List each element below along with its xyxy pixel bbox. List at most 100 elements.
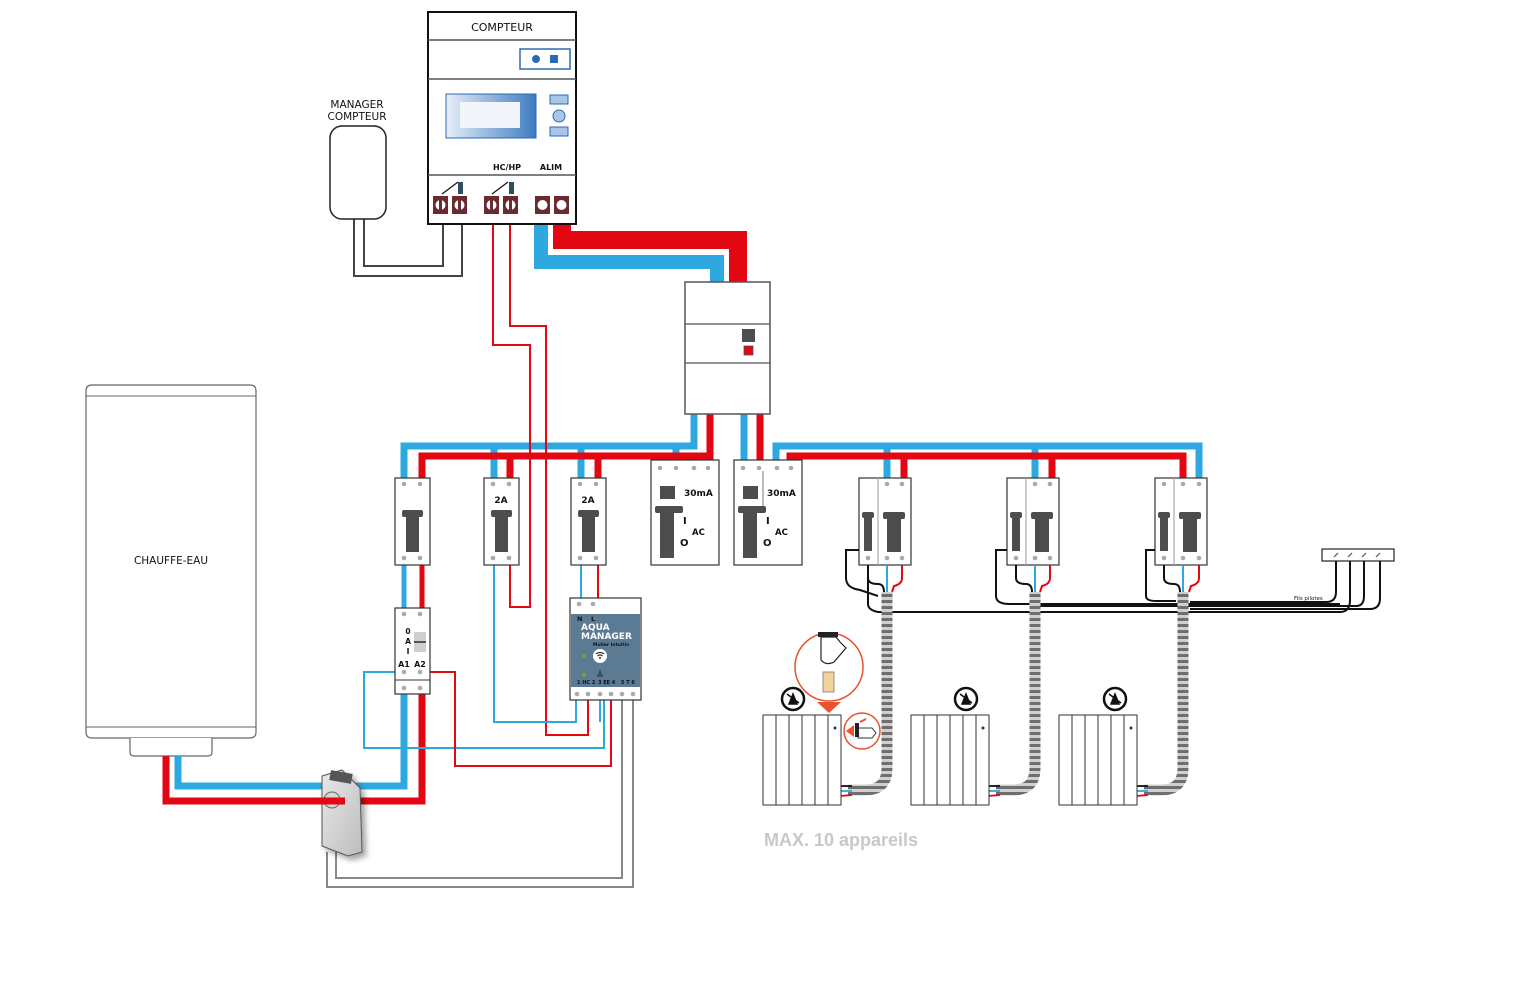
radiator-connections <box>839 785 1149 797</box>
meter-terminals <box>433 196 569 214</box>
meter-indicator-square <box>550 55 558 63</box>
contactor-coil-wires <box>363 671 612 767</box>
breaker-water-heater <box>394 477 431 566</box>
breaker-handle[interactable] <box>578 510 599 517</box>
supply-neutral-wire <box>534 225 724 285</box>
aqua-terminal-label-ee: 3 EE 4 <box>598 680 616 686</box>
meter-indicator-dot <box>532 55 540 63</box>
contactor: 0 A I A1 A2 <box>394 607 431 695</box>
contactor-label-i: I <box>407 647 410 656</box>
breaker-handle[interactable] <box>883 512 905 519</box>
radiator-2 <box>910 714 990 806</box>
rcd-off-label: O <box>763 538 772 549</box>
breaker-2a-hchp: 2A <box>483 477 520 566</box>
radiator-breaker-outputs <box>845 549 1200 605</box>
aqua-l-label: L <box>591 615 595 623</box>
aqua-brand: Muller Intuitiv <box>593 642 629 648</box>
breaker-2a-aqua: 2A <box>570 477 607 566</box>
pilot-terminal-block <box>1321 548 1395 562</box>
rcd-on-label: I <box>683 516 687 527</box>
meter-manager-device <box>329 125 387 220</box>
radiator-3 <box>1058 714 1138 806</box>
meter-manager-label-2: COMPTEUR <box>327 111 386 123</box>
aqua-wifi-button[interactable] <box>593 649 607 663</box>
breaker-handle[interactable] <box>1158 512 1170 518</box>
breaker-handle[interactable] <box>402 510 423 517</box>
contactor-a1-label: A1 <box>398 660 410 669</box>
rcd-rating: 30mA <box>684 489 713 499</box>
contactor-label-a: A <box>405 637 411 646</box>
hand-icon <box>820 636 847 665</box>
install-callout-plug <box>843 712 881 750</box>
wifi-icon <box>595 651 605 657</box>
rcd-type-label: AC <box>775 528 788 538</box>
meter: COMPTEUR HC/HP ALIM <box>427 11 577 225</box>
breaker-handle[interactable] <box>491 510 512 517</box>
manager-cable <box>353 218 463 277</box>
rcd-off-label: O <box>680 538 689 549</box>
meter-button-round <box>552 109 566 123</box>
main-breaker-indicator-red <box>743 345 754 356</box>
plug-icon <box>857 727 877 739</box>
left-bus <box>400 414 714 482</box>
pilot-wire-bus <box>867 560 1381 613</box>
rcd-test-button[interactable] <box>743 486 758 499</box>
aqua-manager: N L AQUA MANAGER Muller Intuitiv 1 HC 2 … <box>569 597 642 701</box>
max-devices-note: MAX. 10 appareils <box>764 830 918 850</box>
conduit-1 <box>848 592 893 796</box>
rcd-test-button[interactable] <box>660 486 675 499</box>
water-heater: CHAUFFE-EAU <box>85 384 257 757</box>
main-breaker-indicator-gray <box>742 329 755 342</box>
aqua-n-label: N <box>577 615 582 623</box>
module-icon <box>822 671 835 693</box>
aqua-led-2 <box>582 673 586 677</box>
no-fan-icon <box>780 686 806 712</box>
install-callout-hand <box>794 632 864 713</box>
aqua-name-1: AQUA <box>581 623 610 633</box>
aqua-led-1 <box>582 654 586 658</box>
radiator-breaker-3 <box>1154 477 1208 566</box>
meter-hchp-label: HC/HP <box>493 163 521 172</box>
aqua-terminal-label-hc: 1 HC 2 <box>577 680 596 686</box>
ct-signal-wires <box>326 700 634 888</box>
contactor-a2-label: A2 <box>414 660 426 669</box>
meter-alim-label: ALIM <box>540 163 562 172</box>
contactor-label-0: 0 <box>405 627 410 636</box>
supply-wires <box>534 225 747 285</box>
meter-manager-label-1: MANAGER <box>330 99 383 111</box>
conduit-2 <box>996 592 1041 796</box>
water-heater-wires <box>162 565 426 805</box>
no-fan-icon <box>953 686 979 712</box>
no-fan-icon <box>1102 686 1128 712</box>
breaker-handle[interactable] <box>1179 512 1201 519</box>
breaker-handle[interactable] <box>1010 512 1022 518</box>
right-bus <box>740 414 1203 482</box>
meter-relay-1 <box>441 181 463 195</box>
pilot-wire-label: Fils pilotes <box>1294 596 1323 602</box>
aqua-neutral-wires <box>493 565 601 723</box>
ground-icon <box>597 670 603 677</box>
meter-relay-2 <box>491 181 514 195</box>
hchp-wires <box>492 220 589 736</box>
rcd-handle[interactable] <box>655 506 683 513</box>
conduit-3 <box>1144 592 1189 796</box>
meter-button-top <box>549 94 569 105</box>
meter-title: COMPTEUR <box>471 21 533 34</box>
aqua-terminal-label-t: 5 T 6 <box>621 680 635 686</box>
breaker-handle[interactable] <box>1031 512 1053 519</box>
radiator-1 <box>762 714 842 806</box>
rcd-type-label: AC <box>692 528 705 538</box>
rcd-handle[interactable] <box>738 506 766 513</box>
conduits <box>848 592 1189 796</box>
rcd-rating: 30mA <box>767 489 796 499</box>
aqua-name-2: MANAGER <box>581 632 632 642</box>
breaker-rating: 2A <box>581 496 594 506</box>
supply-phase-wire <box>553 225 747 285</box>
radiator-breaker-2 <box>1006 477 1060 566</box>
breaker-rating: 2A <box>494 496 507 506</box>
rcd-1: 30mA I AC O <box>650 459 720 566</box>
rcd-on-label: I <box>766 516 770 527</box>
meter-manager: MANAGER COMPTEUR <box>327 99 387 220</box>
breaker-handle[interactable] <box>862 512 874 518</box>
